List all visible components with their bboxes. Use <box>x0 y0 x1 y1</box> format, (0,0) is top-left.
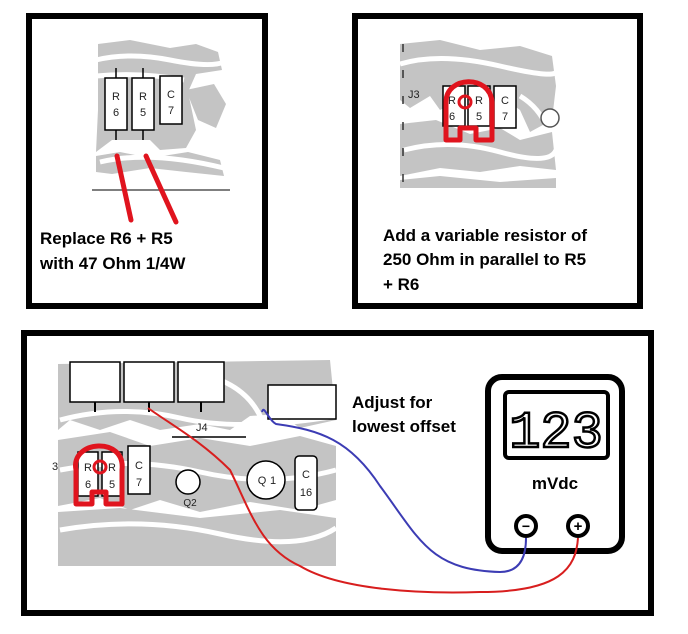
component-r6-p3-num: 6 <box>85 479 91 491</box>
component-r6-p2-num: 6 <box>449 111 455 123</box>
caption-1-line-2: with 47 Ohm 1/4W <box>39 254 186 273</box>
component-r5-p3-num: 5 <box>109 479 115 491</box>
caption-1-line-1: Replace R6 + R5 <box>40 229 173 248</box>
positive-terminal-symbol: + <box>574 518 583 535</box>
component-c7-num: 7 <box>168 105 174 117</box>
negative-terminal[interactable]: − <box>514 514 538 538</box>
component-r5-name: R <box>139 91 147 103</box>
component-c7-p2-num: 7 <box>502 111 508 123</box>
multimeter-unit: mVdc <box>532 474 578 493</box>
multimeter[interactable]: 123 mVdc − + <box>485 374 625 554</box>
trimmer-header <box>267 384 337 420</box>
component-c7-p2-name: C <box>501 95 509 107</box>
component-r6: R 6 <box>104 68 128 140</box>
component-r6-p3-name: R <box>84 462 92 474</box>
negative-terminal-symbol: − <box>522 518 530 534</box>
component-c7-p3-num: 7 <box>136 477 142 489</box>
connector-pins <box>94 402 202 412</box>
annotation-line-2: lowest offset <box>352 417 456 436</box>
component-c7-p3-name: C <box>135 460 143 472</box>
caption-2-line-2: 250 Ohm in parallel to R5 <box>383 250 586 269</box>
probe-wire-red <box>147 407 579 594</box>
component-c7-name: C <box>167 89 175 101</box>
capacitor-c16-num: 16 <box>300 487 312 499</box>
multimeter-readout: 123 <box>509 404 603 463</box>
component-r6-num: 6 <box>113 107 119 119</box>
multimeter-display <box>503 390 610 460</box>
component-r6-name: R <box>112 91 120 103</box>
component-r5-p3-name: R <box>108 462 116 474</box>
transistor-q1-num: 1 <box>270 475 276 487</box>
positive-terminal[interactable]: + <box>566 514 590 538</box>
mounting-hole-2 <box>540 108 560 128</box>
red-indicator-lines <box>114 153 179 225</box>
component-r5-p2-num: 5 <box>476 111 482 123</box>
capacitor-c16: C 16 <box>294 455 318 511</box>
probe-wire-blue <box>261 408 527 574</box>
connector-label-j4: J4 <box>196 422 208 434</box>
component-r5-p2-name: R <box>475 95 483 107</box>
component-c7-p2: C 7 <box>493 85 517 129</box>
panel-variable-resistor: J3 R 6 R 5 C 7 Add a variable resistor o… <box>352 13 643 309</box>
component-r6-p3: R 6 <box>77 451 99 497</box>
variable-resistor-symbol-3 <box>73 443 125 507</box>
transistor-q2: Q2 <box>175 469 201 509</box>
caption-2-line-3: + R6 <box>383 275 419 294</box>
capacitor-c16-name: C <box>302 469 310 481</box>
component-c7-p3: C 7 <box>127 445 151 495</box>
component-c7: C 7 <box>159 75 183 125</box>
transistor-q2-label: Q2 <box>183 498 197 509</box>
transistor-q1-name: Q <box>258 475 267 487</box>
component-r6-p2-name: R <box>448 95 456 107</box>
connector-block <box>69 361 225 403</box>
annotation-line-1: Adjust for <box>352 393 433 412</box>
component-r5: R 5 <box>131 68 155 140</box>
panel-adjust-offset: J4 3 R 6 R 5 C 7 Q2 Q 1 <box>21 330 654 616</box>
connector-label-j3: J3 <box>408 89 420 101</box>
edge-label-3: 3 <box>52 461 58 473</box>
caption-2-line-1: Add a variable resistor of <box>383 226 587 245</box>
transistor-q1: Q 1 <box>246 460 286 500</box>
variable-resistor-symbol-2 <box>443 79 495 143</box>
component-r5-num: 5 <box>140 107 146 119</box>
panel-replace-resistors: R 6 R 5 C 7 Replace R6 + R5 with 47 Ohm … <box>26 13 268 309</box>
